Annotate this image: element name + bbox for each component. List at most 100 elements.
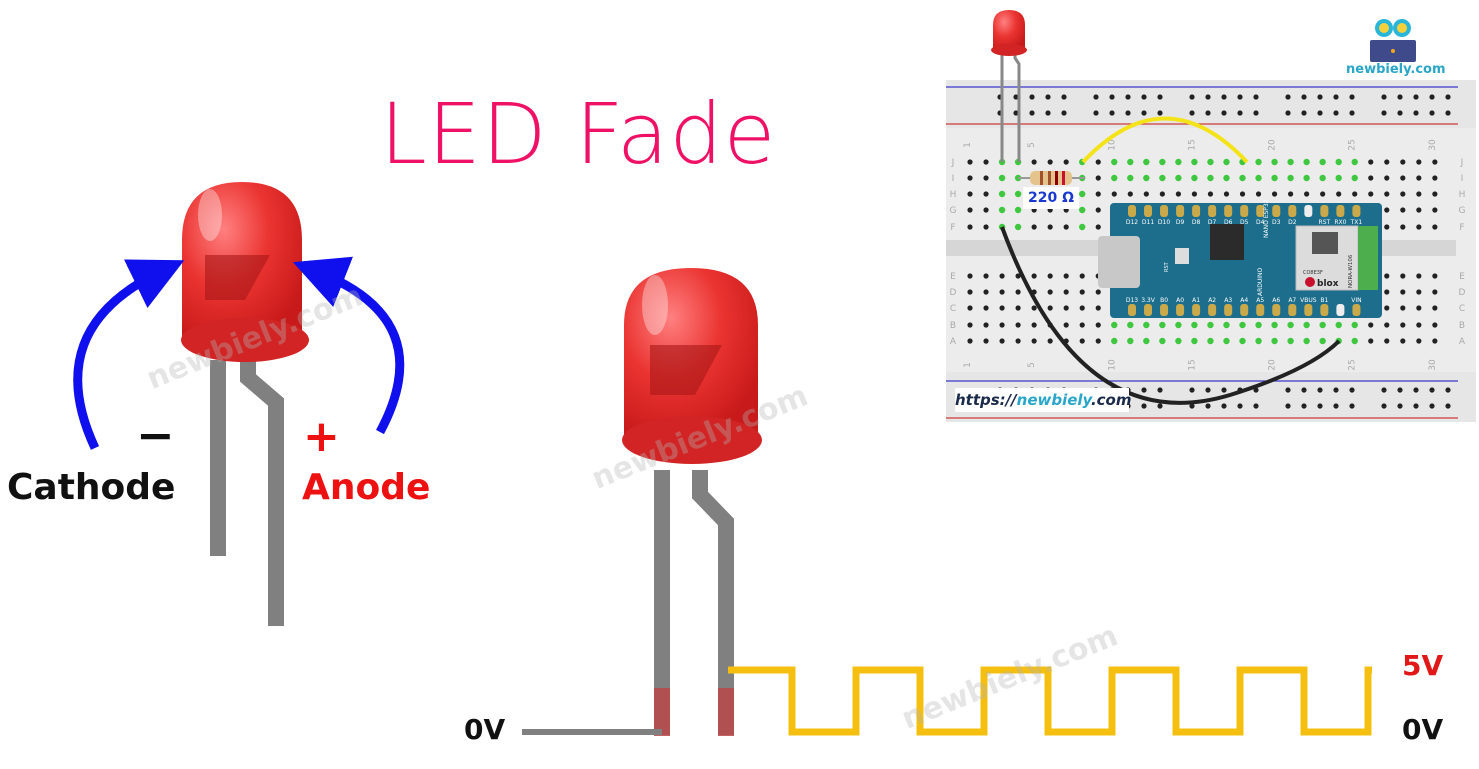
- breadboard-hole: [1095, 305, 1101, 311]
- breadboard-hole: [1432, 305, 1438, 311]
- pin-pad: [1240, 205, 1249, 217]
- pin-pad: [1224, 304, 1233, 316]
- breadboard-hole: [1143, 158, 1150, 166]
- rail-hole: [1285, 387, 1291, 393]
- rail-hole: [1397, 110, 1403, 116]
- row-letter: E: [950, 272, 956, 282]
- row-letter: H: [1459, 190, 1466, 200]
- breadboard-hole: [1368, 159, 1374, 165]
- pin-pad: [1272, 304, 1281, 316]
- pin-label: A4: [1240, 297, 1248, 304]
- rail-hole: [1381, 94, 1387, 100]
- pin-pad: [1144, 304, 1153, 316]
- rail-hole: [1301, 387, 1307, 393]
- page-title: LED Fade: [380, 85, 777, 183]
- rail-hole: [1445, 387, 1451, 393]
- breadboard-hole: [1416, 273, 1422, 279]
- breadboard-hole: [1063, 224, 1069, 230]
- pin-label: D10: [1158, 219, 1170, 226]
- breadboard-hole: [1175, 337, 1182, 345]
- breadboard-hole: [1319, 337, 1326, 345]
- website-url[interactable]: https://newbiely.com: [955, 388, 1131, 412]
- led-pwm: [522, 268, 1372, 736]
- breadboard-hole: [1095, 322, 1101, 328]
- breadboard-hole: [1047, 273, 1053, 279]
- pin-label: A2: [1208, 297, 1216, 304]
- breadboard-hole: [1432, 191, 1438, 197]
- circuit-parts: [991, 10, 1341, 405]
- breadboard-hole: [1239, 337, 1246, 345]
- rail-hole: [1109, 110, 1115, 116]
- breadboard-hole: [967, 322, 973, 328]
- breadboard-hole: [1111, 191, 1117, 197]
- breadboard-hole: [1319, 321, 1326, 329]
- breadboard-hole: [1095, 159, 1101, 165]
- breadboard-hole: [1175, 174, 1182, 182]
- breadboard-hole: [1416, 191, 1422, 197]
- reset-button: [1175, 248, 1189, 264]
- column-number: 30: [1428, 139, 1438, 151]
- breadboard-hole: [1047, 305, 1053, 311]
- pin-label: VBUS: [1300, 297, 1317, 304]
- breadboard-hole: [1191, 174, 1198, 182]
- pin-pad: [1272, 205, 1281, 217]
- rail-hole: [1413, 387, 1419, 393]
- breadboard-hole: [1368, 338, 1374, 344]
- rail-hole: [1205, 387, 1211, 393]
- breadboard-hole: [1351, 158, 1358, 166]
- rail-hole: [1045, 110, 1051, 116]
- breadboard-hole: [1432, 289, 1438, 295]
- row-letter: J: [1460, 158, 1464, 168]
- breadboard-hole: [1079, 223, 1086, 231]
- rail-hole: [1013, 110, 1019, 116]
- breadboard-hole: [1207, 174, 1214, 182]
- row-letter: F: [950, 223, 955, 233]
- breadboard-hole: [1384, 322, 1390, 328]
- row-letter: D: [950, 288, 957, 298]
- pin-label: D5: [1240, 219, 1249, 226]
- breadboard-hole: [1191, 337, 1198, 345]
- breadboard-hole: [1239, 174, 1246, 182]
- breadboard-hole: [1400, 175, 1406, 181]
- breadboard-hole: [1288, 191, 1294, 197]
- breadboard-hole: [1047, 338, 1053, 344]
- rail-hole: [1045, 94, 1051, 100]
- breadboard-hole: [1047, 224, 1053, 230]
- breadboard-hole: [1095, 191, 1101, 197]
- rail-hole: [1093, 94, 1099, 100]
- breadboard-hole: [1368, 191, 1374, 197]
- breadboard-hole: [1416, 322, 1422, 328]
- rail-hole: [1221, 110, 1227, 116]
- breadboard-hole: [1175, 191, 1181, 197]
- pin-pad: [1288, 304, 1297, 316]
- breadboard-hole: [1031, 159, 1037, 165]
- breadboard-hole: [983, 338, 989, 344]
- board-brand: ARDUINO: [1257, 267, 1264, 296]
- breadboard-hole: [967, 305, 973, 311]
- pin-label: D13: [1126, 297, 1138, 304]
- pin-pad: [1304, 304, 1313, 316]
- breadboard-hole: [1384, 191, 1390, 197]
- rail-hole: [1237, 110, 1243, 116]
- breadboard-hole: [1335, 174, 1342, 182]
- breadboard-hole: [1207, 337, 1214, 345]
- pin-label: RST: [1319, 219, 1331, 226]
- pin-pad: [1336, 304, 1345, 316]
- breadboard-hole: [1351, 174, 1358, 182]
- breadboard-hole: [1432, 175, 1438, 181]
- breadboard-hole: [1014, 223, 1022, 231]
- pin-label: D4: [1256, 219, 1265, 226]
- breadboard-hole: [1416, 175, 1422, 181]
- pin-pad: [1304, 205, 1313, 217]
- rail-hole: [1349, 387, 1355, 393]
- column-number: 1: [963, 142, 973, 148]
- row-letter: B: [950, 321, 956, 331]
- breadboard-hole: [1223, 337, 1230, 345]
- rail-hole: [1157, 110, 1163, 116]
- breadboard-hole: [1191, 158, 1198, 166]
- breadboard-hole: [1351, 321, 1358, 329]
- rail-hole: [1125, 94, 1131, 100]
- breadboard-hole: [1143, 337, 1150, 345]
- breadboard-hole: [1015, 322, 1021, 328]
- pin-label: D8: [1192, 219, 1201, 226]
